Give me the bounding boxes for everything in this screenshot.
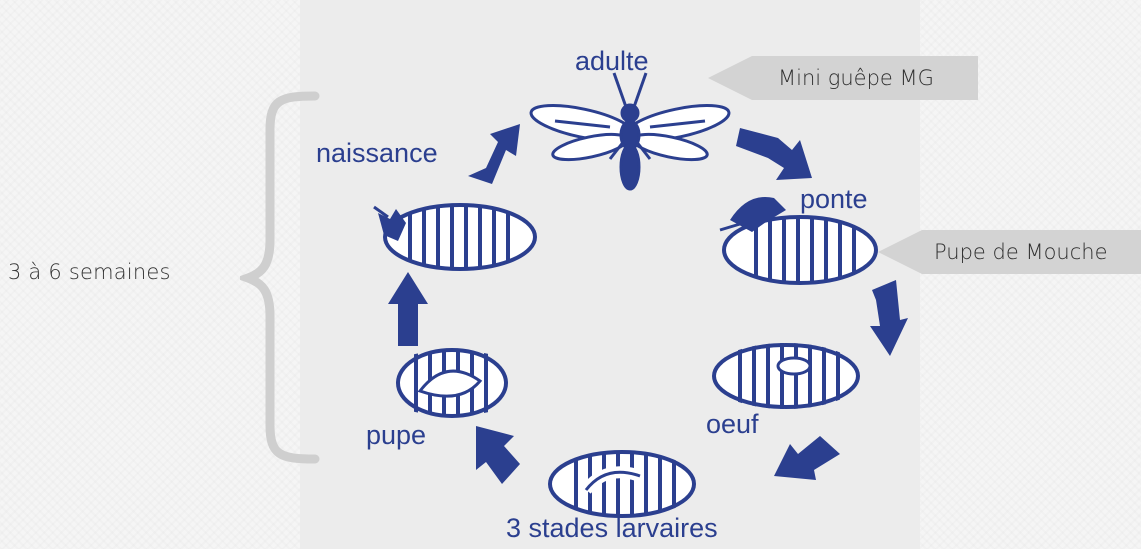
- label-oeuf: oeuf: [706, 409, 759, 439]
- pupa-naissance: [374, 197, 535, 277]
- cycle-arrows: [388, 124, 908, 484]
- pupa-oeuf: [714, 336, 858, 416]
- pupa-pupe: [398, 343, 506, 423]
- label-ponte: ponte: [800, 184, 868, 214]
- adult-wasp-illustration: [528, 73, 732, 189]
- callout-pupe-mouche: Pupe de Mouche: [922, 230, 1141, 274]
- arrow-oeuf-to-larvaire: [774, 436, 840, 480]
- arrow-pupe-to-naissance: [388, 272, 428, 346]
- arrow-larvaire-to-pupe: [476, 426, 520, 484]
- pupa-larvaire: [550, 444, 694, 524]
- arrow-adulte-to-ponte: [736, 128, 812, 180]
- duration-label: 3 à 6 semaines: [8, 260, 171, 284]
- arrow-ponte-to-oeuf: [870, 280, 908, 356]
- label-adulte: adulte: [575, 46, 649, 76]
- label-naissance: naissance: [316, 138, 438, 168]
- arrow-naissance-to-adulte: [468, 124, 520, 184]
- label-pupe: pupe: [366, 420, 426, 450]
- callout-mini-guepe: Mini guêpe MG: [752, 56, 978, 100]
